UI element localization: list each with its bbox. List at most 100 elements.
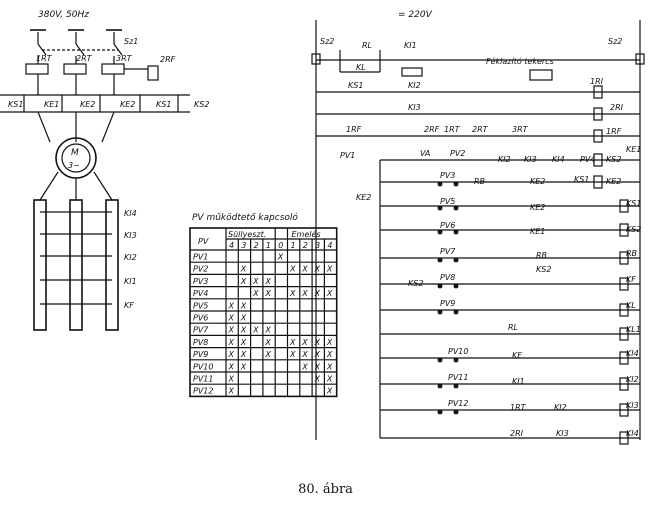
label-pv11: PV11 (448, 373, 468, 382)
table-mark: X (264, 289, 271, 298)
table-mark: X (240, 314, 247, 323)
motor-type: 3~ (68, 161, 80, 170)
table-mark: X (240, 277, 247, 286)
table-mark: X (240, 362, 247, 371)
label-1rt-row: 1RT (510, 403, 527, 412)
table-mark: X (228, 301, 235, 310)
table-col-header: 3 (241, 241, 246, 250)
table-mark: X (314, 265, 321, 274)
label-ke2-row: KE2 (530, 177, 545, 186)
power-circuit: 380V, 50Hz Sz1 1RT 2RT 3RT 2RF (0, 10, 209, 331)
coil-column (593, 85, 629, 445)
contact-dots (437, 181, 459, 415)
table-mark: X (228, 362, 235, 371)
table-mark: X (240, 350, 247, 359)
label-1rt: 1RT (36, 54, 53, 63)
table-mark: X (228, 314, 235, 323)
label-ks1-row: KS1 (574, 175, 589, 184)
table-mark: X (314, 350, 321, 359)
label-ke2-a: KE2 (80, 100, 95, 109)
table-col-header: 4 (327, 241, 332, 250)
label-ki3: KI3 (124, 231, 137, 240)
table-mark: X (289, 289, 296, 298)
table-mark: X (289, 338, 296, 347)
control-circuit: = 220V Sz2 Sz2 RL KI1 KL Féklazító teker… (311, 10, 645, 445)
label-kl-coil: KL (626, 301, 636, 310)
label-ki3-r: KI3 (408, 103, 421, 112)
label-1rf: 1RF (346, 125, 362, 134)
label-ki2-r: KI2 (408, 81, 421, 90)
table-mark: X (326, 387, 333, 396)
label-1rf-coil: 1RF (606, 127, 622, 136)
table-row-name: PV3 (193, 277, 208, 286)
label-kl1-coil: KL1 (626, 325, 641, 334)
table-mark: X (314, 289, 321, 298)
label-pv5: PV5 (440, 197, 455, 206)
label-pv12: PV12 (448, 399, 468, 408)
label-pv8: PV8 (440, 273, 455, 282)
label-pv4: PV4 (580, 155, 595, 164)
resistor-bank (33, 199, 119, 331)
table-mark: X (326, 338, 333, 347)
label-ki2: KI2 (124, 253, 137, 262)
table-row-name: PV2 (193, 265, 208, 274)
table-mark: X (228, 350, 235, 359)
label-ke2-pv5: KE2 (530, 203, 545, 212)
label-pv1: PV1 (340, 151, 355, 160)
table-mark: X (314, 375, 321, 384)
label-sz2-right: Sz2 (608, 37, 622, 46)
label-sz2-left: Sz2 (320, 37, 334, 46)
label-kf-row: KF (512, 351, 522, 360)
table-mark: X (289, 350, 296, 359)
label-ki2-pv12: KI2 (554, 403, 567, 412)
table-col-header: 3 (315, 241, 320, 250)
table-mark: X (264, 338, 271, 347)
table-row-name: PV10 (193, 362, 213, 371)
label-va: VA (420, 149, 430, 158)
label-ke2-left: KE2 (356, 193, 371, 202)
table-mark: X (252, 289, 259, 298)
label-ki4-coil: KI4 (626, 349, 639, 358)
table-mark: X (228, 338, 235, 347)
label-ks1-b: KS1 (156, 100, 171, 109)
table-row-name: PV8 (193, 338, 208, 347)
label-rb-pv7: RB (536, 251, 547, 260)
table-row-name: PV9 (193, 350, 208, 359)
table-mark: X (326, 362, 333, 371)
label-pv3: PV3 (440, 171, 455, 180)
brake-coil (529, 69, 553, 81)
label-sz1: Sz1 (124, 37, 138, 46)
label-ki1-row: KI1 (512, 377, 525, 386)
label-1rt-r: 1RT (444, 125, 461, 134)
table-mark: X (277, 253, 284, 262)
label-3rt: 3RT (116, 54, 133, 63)
label-ke1: KE1 (44, 100, 59, 109)
label-ks2-pv7: KS2 (536, 265, 551, 274)
table-group-up: Emelés (292, 229, 321, 239)
table-col-header: 4 (229, 241, 234, 250)
table-title: PV működtető kapcsoló (192, 212, 298, 223)
label-ks1: KS1 (8, 100, 23, 109)
label-ks2: KS2 (194, 100, 209, 109)
table-row-name: PV6 (193, 314, 208, 323)
motor-label: M (71, 148, 79, 158)
label-ks2-row: KS2 (606, 155, 621, 164)
label-ki1-top: KI1 (404, 41, 417, 50)
label-ke2-b: KE2 (120, 100, 135, 109)
label-kf: KF (124, 301, 134, 310)
label-ks1-r: KS1 (348, 81, 363, 90)
table-mark: X (326, 289, 333, 298)
label-brake-coil: Féklazító tekercs (486, 56, 554, 66)
table-group-down: Süllyeszt. (228, 230, 266, 239)
label-pv6: PV6 (440, 221, 455, 230)
label-rl-row: RL (508, 323, 518, 332)
label-2ri: 2RI (610, 103, 624, 112)
supply-left-label: 380V, 50Hz (38, 10, 89, 20)
label-ki4-row: KI4 (552, 155, 565, 164)
table-col-header: 1 (266, 241, 271, 250)
label-3rt-r: 3RT (512, 125, 529, 134)
label-2rf: 2RF (160, 55, 176, 64)
table-mark: X (326, 265, 333, 274)
